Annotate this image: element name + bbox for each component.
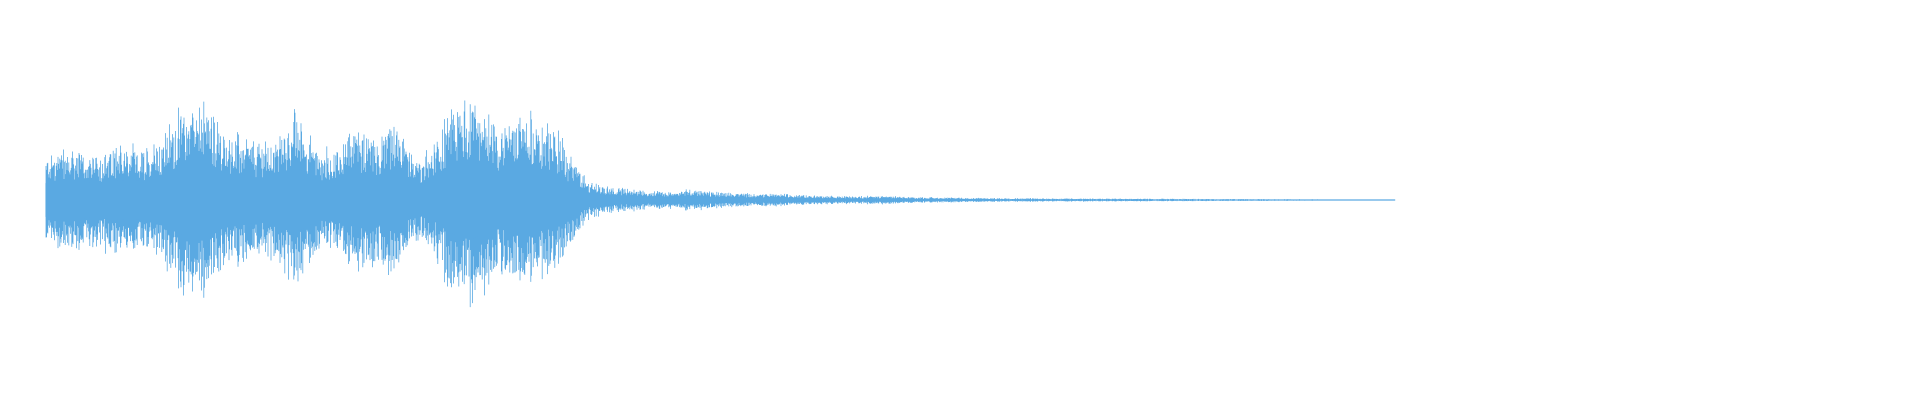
waveform-bars xyxy=(45,100,1396,308)
waveform-core xyxy=(45,160,975,240)
